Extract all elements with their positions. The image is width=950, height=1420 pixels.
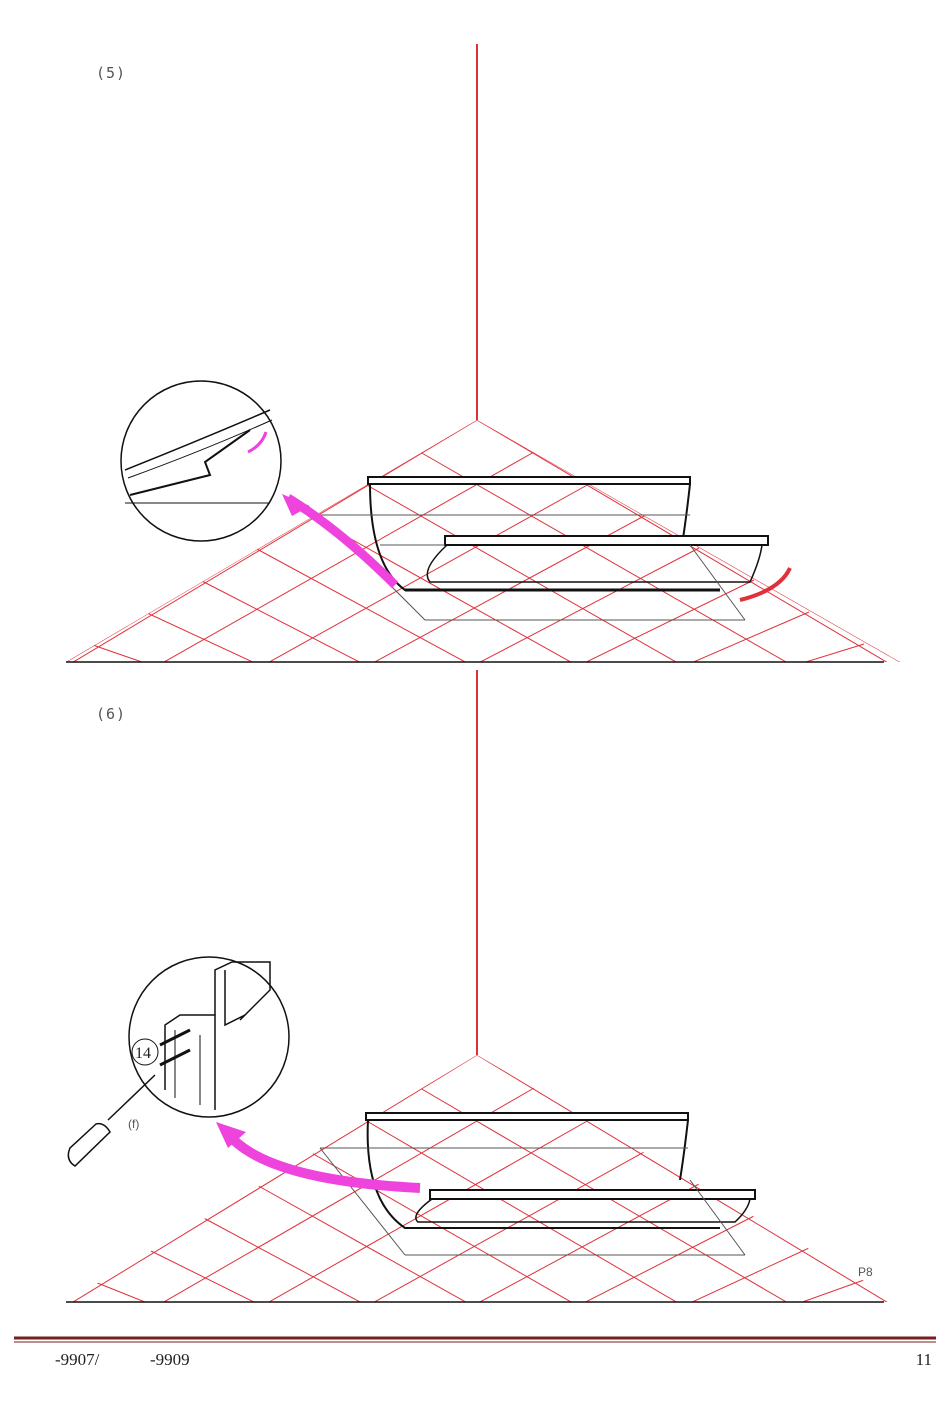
step-5-illustration <box>0 0 950 670</box>
footer-rule <box>14 1336 936 1344</box>
detail-magnifier-circle <box>121 381 281 541</box>
step-6-illustration: 14 (f) P8 <box>0 670 950 1320</box>
footer-model-right: -9909 <box>150 1350 190 1370</box>
screw-label: (f) <box>128 1117 139 1131</box>
part-number-callout: 14 <box>135 1045 151 1062</box>
insert-arrow-icon <box>288 498 395 585</box>
figure-reference: P8 <box>858 1265 873 1279</box>
page-number: 11 <box>916 1350 932 1370</box>
footer-model-left: -9907/ <box>55 1350 99 1370</box>
screwdriver-icon <box>68 1075 155 1166</box>
detail-magnifier-circle <box>129 957 289 1117</box>
